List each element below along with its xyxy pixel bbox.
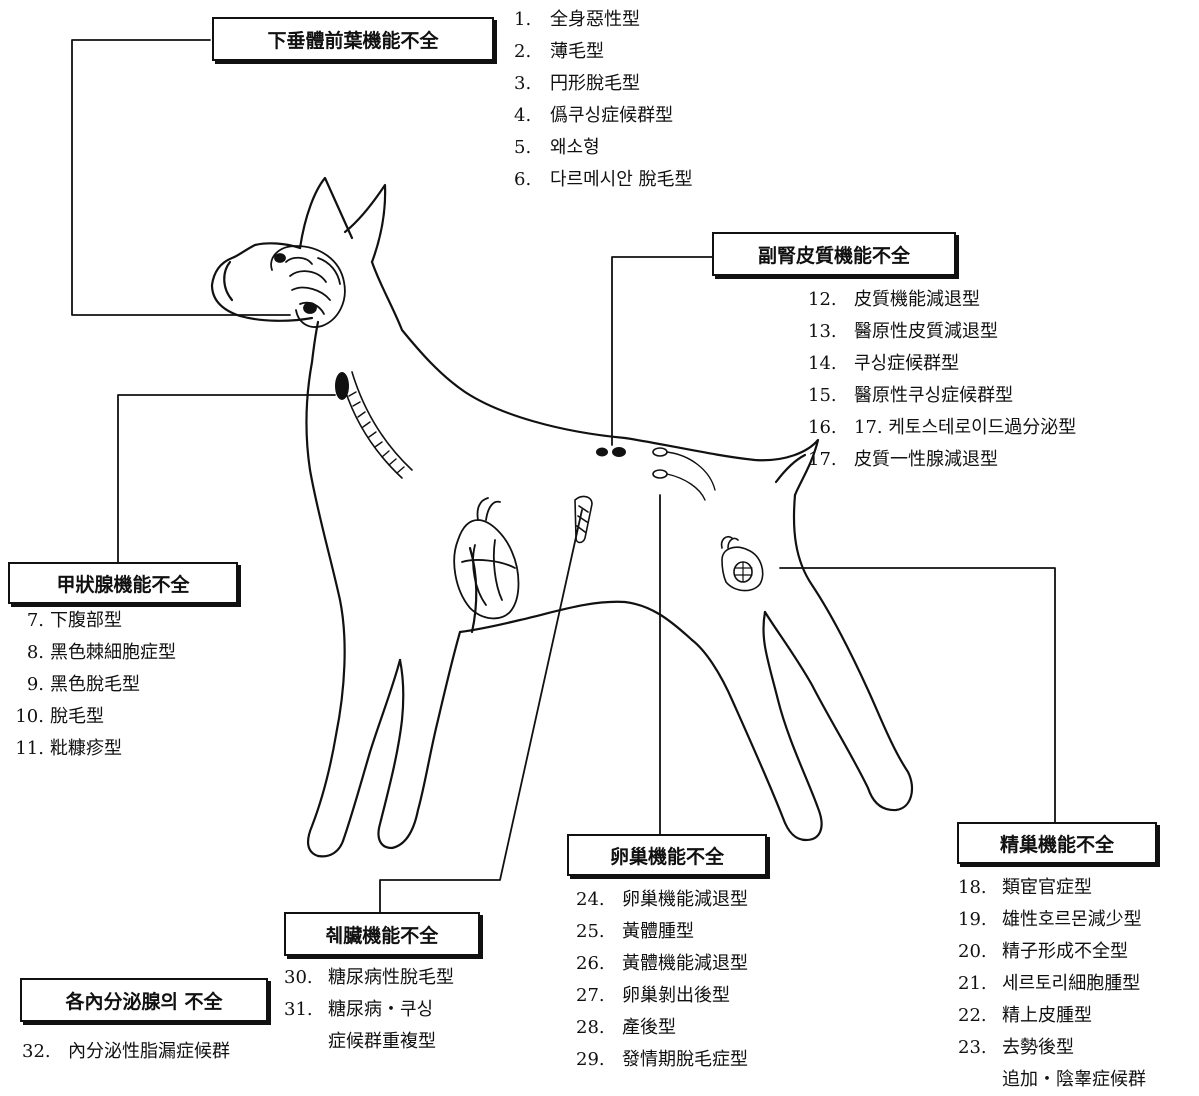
pancreas-box: 췌臟機能不全	[284, 912, 480, 956]
testis-sketch	[720, 535, 764, 592]
list-item: 16.17. 케토스테로이드過分泌型	[808, 417, 1077, 438]
list-item: 28.產後型	[576, 1017, 676, 1038]
list-item: 12.皮質機能減退型	[808, 289, 980, 310]
list-item: 13.醫原性皮質減退型	[808, 321, 998, 342]
list-item: 30.糖尿病性脫毛型	[284, 967, 454, 988]
general-box: 各內分泌腺의 不全	[20, 978, 268, 1022]
pituitary-list: 1.全身惡性型 2.薄毛型 3.円形脫毛型 4.僞쿠싱症候群型 5.왜소형 6.…	[514, 4, 693, 196]
heart-sketch	[453, 497, 520, 620]
list-item: 23.去勢後型	[958, 1037, 1074, 1058]
connector-lines	[71, 39, 1056, 913]
list-item: 19.雄性호르몬減少型	[958, 909, 1142, 930]
brain-sketch	[270, 245, 346, 328]
list-item: 10.脫毛型	[15, 706, 104, 727]
list-item: 1.全身惡性型	[514, 9, 640, 30]
list-item: 症候群重複型	[328, 1031, 436, 1052]
list-item: 18.類宦官症型	[958, 877, 1092, 898]
testis-list: 18.類宦官症型 19.雄性호르몬減少型 20.精子形成不全型 21.세르토리細…	[958, 872, 1146, 1096]
general-title: 各內分泌腺의 不全	[65, 990, 223, 1013]
list-item: 22.精上皮腫型	[958, 1005, 1092, 1026]
testis-box: 精巢機能不全	[957, 822, 1157, 864]
list-item: 29.發情期脫毛症型	[576, 1049, 748, 1070]
list-item: 追加・陰睾症候群	[1002, 1069, 1146, 1090]
list-item: 5.왜소형	[514, 137, 600, 158]
ovary-list: 24.卵巢機能減退型 25.黃體腫型 26.黃體機能減退型 27.卵巢剝出後型 …	[576, 884, 748, 1076]
list-item: 26.黃體機能減退型	[576, 953, 748, 974]
connector-pancreas	[379, 509, 583, 913]
adrenal-kidney-sketch	[596, 447, 716, 501]
testis-title: 精巢機能不全	[999, 833, 1114, 856]
thyroid-list: 7.下腹部型 8.黑色棘細胞症型 9.黑色脫毛型 10.脫毛型 11.粃糠疹型	[6, 605, 176, 765]
pancreas-list: 30.糖尿病性脫毛型 31.糖尿病・쿠싱 症候群重複型	[284, 962, 454, 1058]
list-item: 6.다르메시안 脫毛型	[514, 169, 693, 190]
list-item: 2.薄毛型	[514, 41, 604, 62]
list-item: 4.僞쿠싱症候群型	[514, 105, 674, 126]
ovary-title: 卵巢機能不全	[609, 845, 724, 868]
list-item: 27.卵巢剝出後型	[576, 985, 730, 1006]
connector-testis	[779, 567, 1056, 823]
list-item: 24.卵巢機能減退型	[576, 889, 748, 910]
adrenal-box: 副腎皮質機能不全	[712, 232, 956, 276]
list-item: 14.쿠싱症候群型	[808, 353, 960, 374]
ovary-box: 卵巢機能不全	[567, 834, 767, 876]
thyroid-title: 甲狀腺機能不全	[56, 573, 190, 596]
pancreas-title: 췌臟機能不全	[325, 924, 439, 947]
dog-outline	[210, 176, 914, 858]
connector-adrenal	[611, 256, 713, 446]
adrenal-list: 12.皮質機能減退型 13.醫原性皮質減退型 14.쿠싱症候群型 15.醫原性쿠…	[808, 284, 1076, 476]
pituitary-title: 下垂體前葉機能不全	[267, 29, 439, 52]
connector-pituitary	[71, 39, 291, 316]
pituitary-box: 下垂體前葉機能不全	[212, 17, 494, 61]
connector-thyroid	[117, 394, 336, 566]
list-item: 31.糖尿病・쿠싱	[284, 999, 434, 1020]
general-list: 32.內分泌性脂漏症候群	[22, 1036, 230, 1068]
list-item: 32.內分泌性脂漏症候群	[22, 1041, 230, 1062]
list-item: 15.醫原性쿠싱症候群型	[808, 385, 1014, 406]
list-item: 7.下腹部型	[26, 610, 122, 631]
list-item: 25.黃體腫型	[576, 921, 694, 942]
list-item: 3.円形脫毛型	[514, 73, 640, 94]
list-item: 8.黑色棘細胞症型	[26, 642, 176, 663]
list-item: 21.세르토리細胞腫型	[958, 973, 1141, 994]
adrenal-title: 副腎皮質機能不全	[757, 244, 910, 267]
list-item: 17.皮質一性腺減退型	[808, 449, 998, 470]
list-item: 20.精子形成不全型	[958, 941, 1128, 962]
thyroid-trachea	[335, 371, 413, 479]
list-item: 11.粃糠疹型	[15, 738, 122, 759]
list-item: 9.黑色脫毛型	[26, 674, 140, 695]
thyroid-box: 甲狀腺機能不全	[8, 562, 238, 604]
pancreas-sketch	[574, 495, 593, 544]
